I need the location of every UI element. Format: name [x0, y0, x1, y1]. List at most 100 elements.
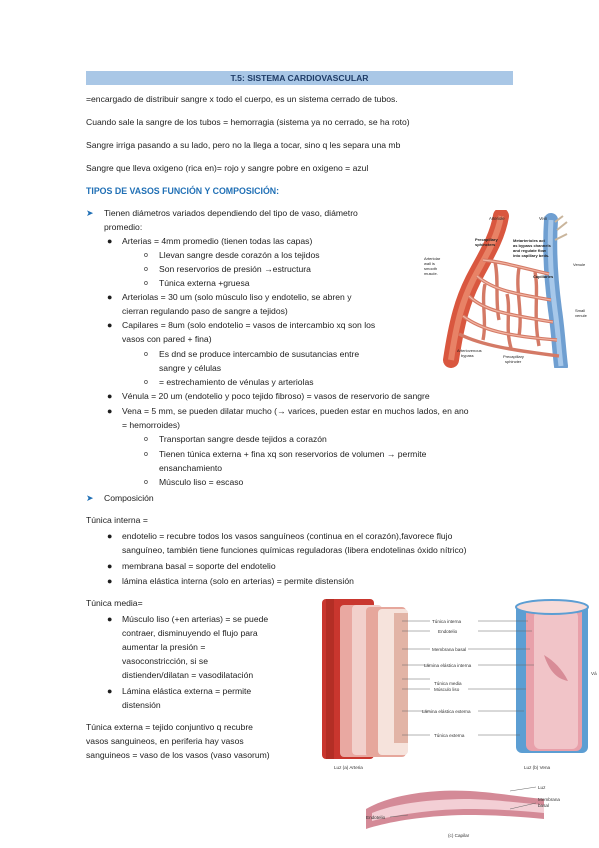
list-item: lámina elástica interna (solo en arteria…: [122, 576, 354, 586]
figure-label: Luz: [538, 785, 546, 790]
circle-bullet-icon: o: [144, 266, 148, 273]
list-item: Capilares = 8um (solo endotelio = vasos …: [122, 320, 376, 330]
tunica-interna-heading: Túnica interna =: [86, 515, 148, 525]
circle-bullet-icon: o: [144, 252, 148, 259]
tunica-media-heading: Túnica media=: [86, 598, 143, 608]
figure-label: into capillary beds.: [513, 253, 549, 258]
list-item: = hemorroides): [122, 420, 181, 430]
figure-label: Capillaries: [533, 274, 554, 279]
list-item: Transportan sangre desde tejidos a coraz…: [159, 434, 327, 444]
list-item: ensanchamiento: [159, 463, 223, 473]
figure-label: Precapillary: [503, 354, 524, 359]
circle-bullet-icon: o: [144, 280, 148, 287]
figure-label: Venule: [573, 262, 586, 267]
figure-label: Túnica externa: [434, 733, 465, 738]
bullet-icon: ●: [107, 561, 113, 571]
list-item: cierran regulando paso de sangre a tejid…: [122, 306, 288, 316]
figure-label: sphincters: [475, 242, 496, 247]
list-item: sanguíneo, también tiene funciones quími…: [122, 545, 467, 555]
list-item: Músculo liso = escaso: [159, 477, 244, 487]
figure-label: Túnica interna: [432, 619, 462, 624]
capillary-figure: Luz Membrana basal Endotelio (c) Capilar: [366, 785, 560, 838]
list-item: Son reservorios de presión →estructura: [159, 264, 311, 274]
list-item: contraer, disminuyendo el flujo para: [122, 628, 258, 638]
figure-label: Lámina elástica externa: [422, 709, 471, 714]
figure-label: bypass: [461, 353, 474, 358]
list-item: endotelio = recubre todos los vasos sang…: [122, 531, 453, 541]
figure-label: Small: [575, 308, 585, 313]
list-item: promedio:: [104, 222, 143, 232]
figure-label: wall is: [424, 261, 435, 266]
page-title: T.5: SISTEMA CARDIOVASCULAR: [86, 71, 513, 85]
tunica-externa-line: vasos sanguineos, en periferia hay vasos: [86, 736, 244, 746]
list-item: aumentar la presión =: [122, 642, 206, 652]
capillary-bed-figure: Arteriole Vein Precapillary sphincters M…: [423, 210, 595, 368]
circle-bullet-icon: o: [144, 379, 148, 386]
list-item: = estrechamiento de vénulas y arteriolas: [159, 377, 314, 387]
intro-line: Cuando sale la sangre de los tubos = hem…: [86, 117, 410, 127]
figure-label: Membrana: [538, 797, 560, 802]
list-item: Arteriolas = 30 um (solo músculo liso y …: [122, 292, 352, 302]
list-item: Arterias = 4mm promedio (tienen todas la…: [122, 236, 313, 246]
figure-label: venule: [575, 313, 588, 318]
tunica-externa-line: Túnica externa = tejido conjuntivo q rec…: [86, 722, 253, 732]
list-item: sangre y células: [159, 363, 222, 373]
figure-label: Arteriole: [489, 216, 505, 221]
vessel-layers-figure: Túnica interna Endotelio Membrana basal …: [322, 599, 597, 770]
arrow-bullet-icon: ➤: [86, 208, 94, 218]
list-item: membrana basal = soporte del endotelio: [122, 561, 276, 571]
list-item: distensión: [122, 700, 161, 710]
list-item: vasoconstricción, si se: [122, 656, 208, 666]
circle-bullet-icon: o: [144, 479, 148, 486]
bullet-icon: ●: [107, 320, 113, 330]
figure-label: muscle.: [424, 271, 438, 276]
figure-label: Vá: [591, 671, 597, 676]
list-item: vasos con pared + fina): [122, 334, 212, 344]
figure-label: Arteriovenous: [457, 348, 482, 353]
circle-bullet-icon: o: [144, 351, 148, 358]
list-item: Vena = 5 mm, se pueden dilatar mucho (→ …: [122, 406, 469, 416]
figure-label: Luz (a) Arteria: [334, 765, 363, 770]
figure-label: Endotelio: [438, 629, 458, 634]
list-item: Llevan sangre desde corazón a los tejido…: [159, 250, 320, 260]
list-item: distienden/dilatan = vasodilatación: [122, 670, 254, 680]
bullet-icon: ●: [107, 236, 113, 246]
figure-label: Membrana basal: [432, 647, 466, 652]
figure-label: Metarterioles act: [513, 238, 545, 243]
figure-label: Precapillary: [475, 237, 498, 242]
figure-label: Endotelio: [366, 815, 386, 820]
figure-label: (c) Capilar: [448, 833, 470, 838]
circle-bullet-icon: o: [144, 451, 148, 458]
figure-label: sphincter: [505, 359, 522, 364]
list-item: Tienen túnica externa + fina xq son rese…: [159, 449, 427, 459]
intro-line: =encargado de distribuir sangre x todo e…: [86, 94, 398, 104]
circle-bullet-icon: o: [144, 436, 148, 443]
figure-label: Arteriolar: [424, 256, 441, 261]
bullet-icon: ●: [107, 531, 113, 541]
figure-label: smooth: [424, 266, 437, 271]
list-item: Vénula = 20 um (endotelio y poco tejido …: [122, 391, 430, 401]
bullet-icon: ●: [107, 391, 113, 401]
bullet-icon: ●: [107, 292, 113, 302]
bullet-icon: ●: [107, 614, 113, 624]
bullet-icon: ●: [107, 686, 113, 696]
tunica-externa-line: sanguineos = vaso de los vasos (vaso vas…: [86, 750, 270, 760]
figure-label: and regulate flow: [513, 248, 547, 253]
list-item: Composición: [104, 493, 154, 503]
figure-label: Vein: [539, 216, 548, 221]
intro-line: Sangre irriga pasando a su lado, pero no…: [86, 140, 401, 150]
list-item: Tienen diámetros variados dependiendo de…: [104, 208, 358, 218]
intro-line: Sangre que lleva oxigeno (rica en)= rojo…: [86, 163, 369, 173]
figure-label: Músculo liso: [434, 687, 460, 692]
arrow-bullet-icon: ➤: [86, 493, 94, 503]
figure-label: Lámina elástica interna: [424, 663, 472, 668]
list-item: Lámina elástica externa = permite: [122, 686, 252, 696]
list-item: Es dnd se produce intercambio de susutan…: [159, 349, 360, 359]
figure-label: as bypass channels: [513, 243, 552, 248]
bullet-icon: ●: [107, 406, 113, 416]
figure-label: basal: [538, 803, 549, 808]
figure-label: Túnica media: [434, 681, 462, 686]
list-item: Músculo liso (+en arterias) = se puede: [122, 614, 269, 624]
figure-label: Luz (b) Vena: [524, 765, 550, 770]
